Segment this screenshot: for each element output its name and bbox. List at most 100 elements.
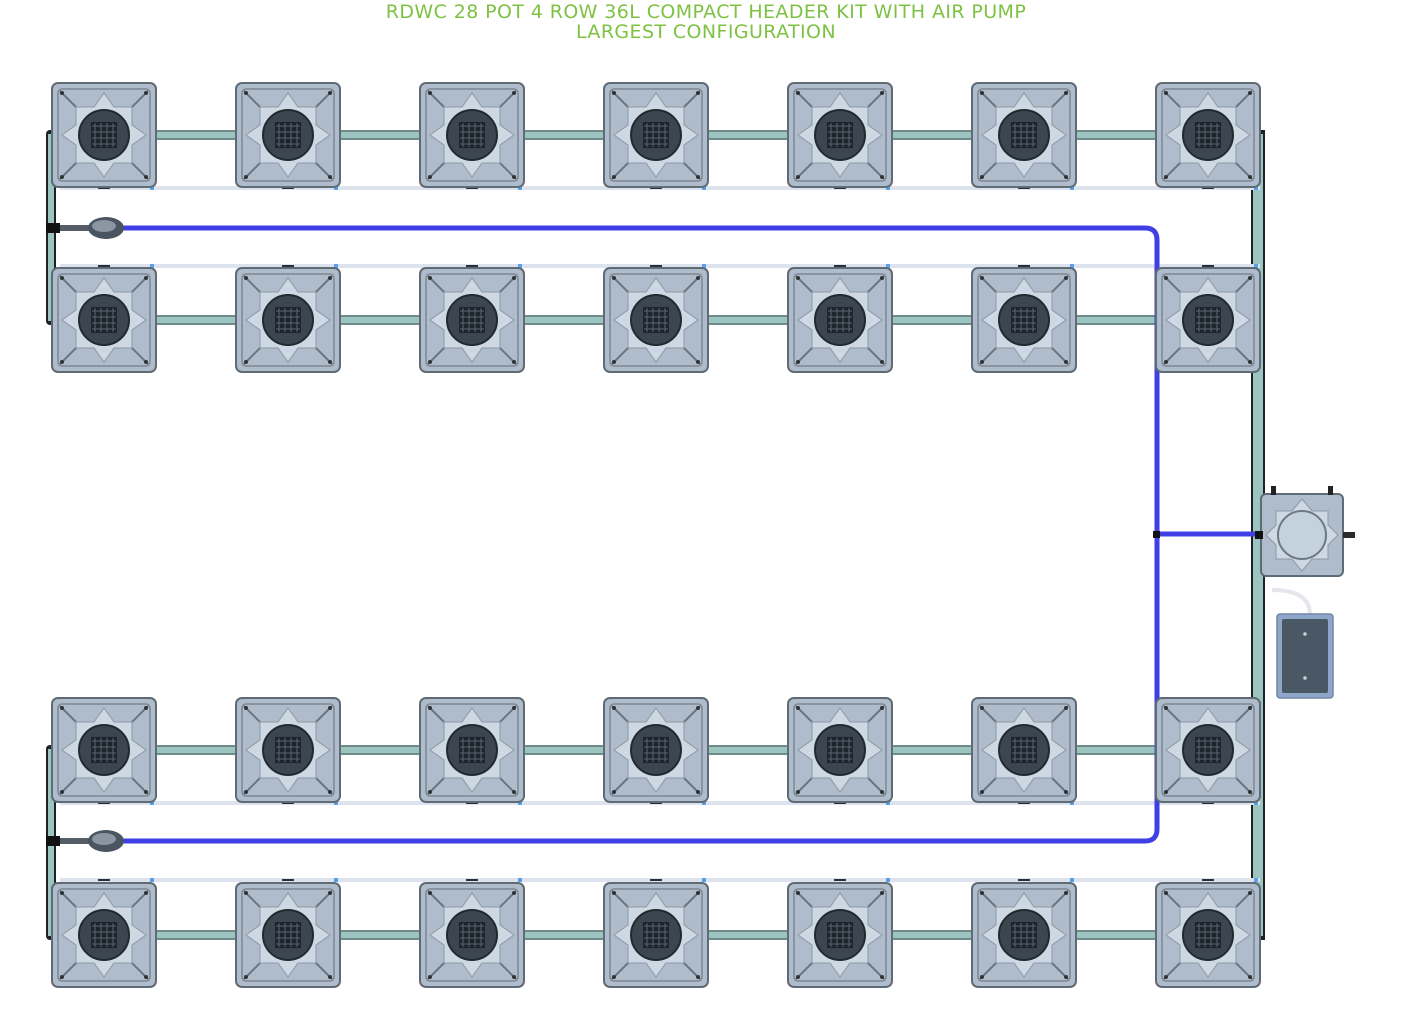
tube-fitting: [518, 801, 522, 805]
tube-fitting: [886, 801, 890, 805]
pot-icon: [787, 267, 893, 373]
tube-fitting: [518, 186, 522, 190]
pot-bolt: [696, 360, 700, 364]
pot-rim: [793, 273, 887, 367]
tube-fitting: [150, 264, 154, 268]
tube-fitting: [702, 264, 706, 268]
pot-bolt: [512, 706, 516, 710]
pot-bolt: [612, 276, 616, 280]
pump-feed-tube: [1271, 588, 1312, 616]
pot-bolt: [880, 91, 884, 95]
pot-bolt: [1064, 276, 1068, 280]
pot-bolt: [144, 360, 148, 364]
pot-icon: [787, 882, 893, 988]
tube-clip: [466, 265, 478, 267]
pot-icon: [235, 882, 341, 988]
pot-bolt: [1164, 790, 1168, 794]
pot-icon: [419, 82, 525, 188]
tube-fitting: [1254, 186, 1258, 190]
pot-bolt: [612, 891, 616, 895]
tube-clip: [1202, 265, 1214, 267]
pot-bolt: [1248, 360, 1252, 364]
pot-bolt: [796, 975, 800, 979]
pot-bolt: [880, 276, 884, 280]
tube-clip: [650, 265, 662, 267]
pot-bolt: [1248, 706, 1252, 710]
diagram-title: RDWC 28 POT 4 ROW 36L COMPACT HEADER KIT…: [0, 2, 1412, 42]
pot-bolt: [696, 706, 700, 710]
tube-fitting: [702, 801, 706, 805]
pot-bolt: [328, 91, 332, 95]
pot-icon: [235, 82, 341, 188]
pot-bolt: [1064, 975, 1068, 979]
tube-fitting: [1070, 186, 1074, 190]
pot-bolt: [428, 276, 432, 280]
tube-fitting: [150, 878, 154, 882]
pot-bolt: [980, 276, 984, 280]
pot-bolt: [144, 975, 148, 979]
pot-bolt: [612, 975, 616, 979]
pot-bolt: [1164, 891, 1168, 895]
pot-bolt: [1164, 975, 1168, 979]
valve-highlight: [92, 833, 116, 845]
pump-screw: [1303, 632, 1307, 636]
tube-clip: [1202, 879, 1214, 881]
pot-rim: [609, 273, 703, 367]
tube-fitting: [702, 878, 706, 882]
pot-rim: [1161, 888, 1255, 982]
pot-rim: [977, 703, 1071, 797]
pot-bolt: [1164, 175, 1168, 179]
pot-bolt: [428, 360, 432, 364]
pot-bolt: [328, 790, 332, 794]
pot-rim: [793, 888, 887, 982]
valve-port: [46, 836, 60, 846]
pot-bolt: [328, 360, 332, 364]
pot-bolt: [880, 175, 884, 179]
pot-bolt: [796, 276, 800, 280]
pump-body: [1282, 619, 1328, 693]
pot-bolt: [696, 276, 700, 280]
pot-bolt: [796, 91, 800, 95]
pot-bolt: [612, 360, 616, 364]
pot-rim: [241, 703, 335, 797]
pot-rim: [241, 273, 335, 367]
air-line-layer: [46, 217, 1260, 852]
valve-highlight: [92, 220, 116, 232]
pot-bolt: [328, 891, 332, 895]
pot-bolt: [512, 91, 516, 95]
air-tee: [1153, 531, 1160, 538]
pot-icon: [603, 697, 709, 803]
title-line-2: LARGEST CONFIGURATION: [576, 21, 836, 43]
pot-icon: [971, 82, 1077, 188]
pot-bolt: [428, 706, 432, 710]
pot-rim: [241, 888, 335, 982]
pot-rim: [57, 888, 151, 982]
pot-bolt: [144, 706, 148, 710]
pot-icon: [419, 697, 525, 803]
pot-bolt: [244, 891, 248, 895]
pot-bolt: [1248, 975, 1252, 979]
pot-bolt: [1248, 790, 1252, 794]
tube-fitting: [334, 264, 338, 268]
pot-bolt: [60, 175, 64, 179]
pot-icon: [971, 882, 1077, 988]
pot-bolt: [880, 706, 884, 710]
valve-port: [46, 223, 60, 233]
header-inlet: [1255, 531, 1263, 539]
pot-icon: [235, 267, 341, 373]
pot-bolt: [980, 360, 984, 364]
pot-bolt: [796, 360, 800, 364]
pot-bolt: [980, 975, 984, 979]
pot-rim: [425, 273, 519, 367]
pot-bolt: [1248, 276, 1252, 280]
pot-bolt: [428, 891, 432, 895]
pot-bolt: [1064, 790, 1068, 794]
valve-stem: [60, 225, 90, 231]
header-lid: [1277, 510, 1327, 560]
pot-rim: [609, 88, 703, 182]
pot-bolt: [980, 891, 984, 895]
pot-bolt: [60, 790, 64, 794]
tube-clip: [834, 265, 846, 267]
pot-bolt: [144, 91, 148, 95]
pot-bolt: [880, 891, 884, 895]
